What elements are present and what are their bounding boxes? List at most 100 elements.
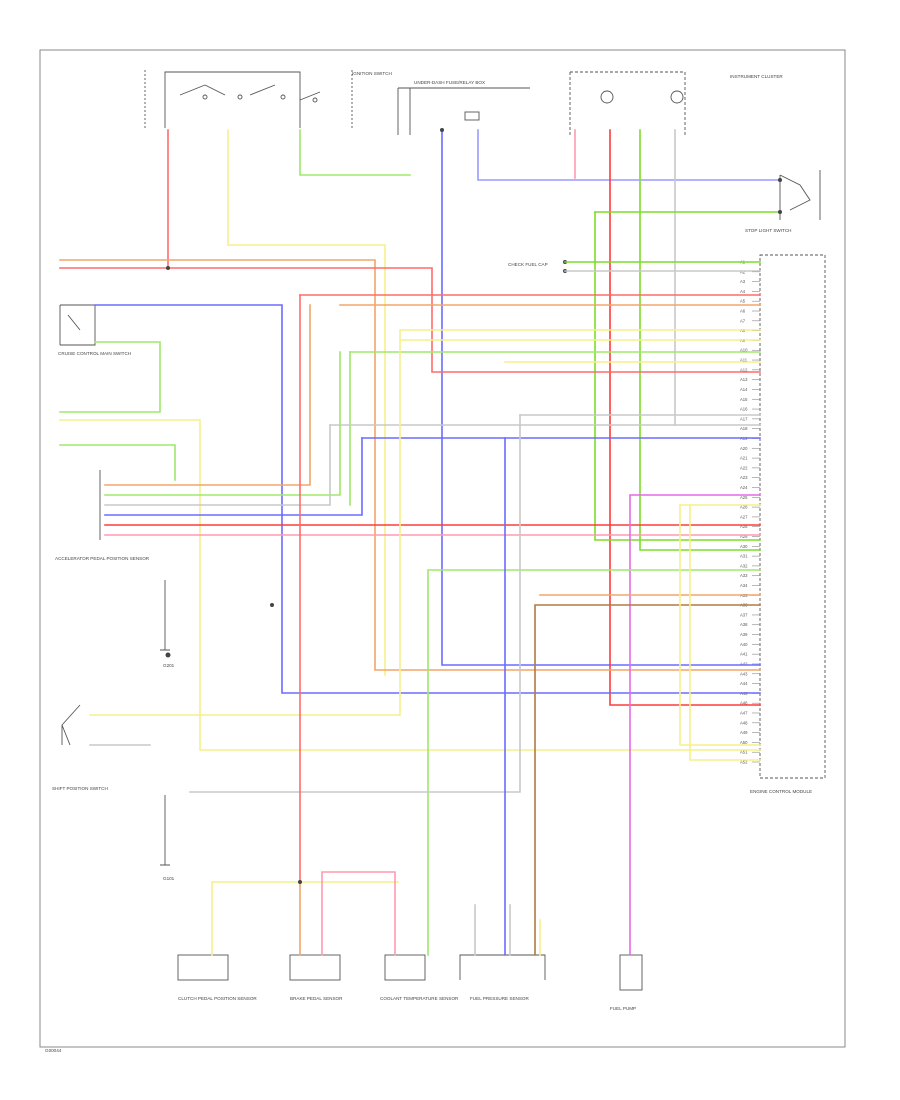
ecm-pin-label: A22	[740, 465, 748, 470]
ecm-pin-label: A32	[740, 563, 748, 568]
ecm-pin-label: A29	[740, 534, 748, 539]
ecm-label: ENGINE CONTROL MODULE	[750, 789, 812, 794]
wire-cruise-green	[59, 341, 161, 413]
ecm-pin-label: A33	[740, 573, 748, 578]
ecm-pin-label: A16	[740, 407, 748, 412]
ecm-pin-label: A21	[740, 456, 748, 461]
wire-left-orange	[59, 259, 761, 671]
shift-switch-label: SHIFT POSITION SWITCH	[52, 786, 108, 791]
ecm-pin-label: A38	[740, 622, 748, 627]
ap-sensor: ACCELERATOR PEDAL POSITION SENSOR	[55, 470, 150, 561]
coolant-sensor-label: COOLANT TEMPERATURE SENSOR	[380, 996, 459, 1001]
ecm-pin-label: A11	[740, 358, 748, 363]
diagram-ref-code: G00044	[45, 1048, 62, 1053]
brake-sensor: BRAKE PEDAL SENSOR	[289, 954, 343, 1001]
ecm-pin-label: A37	[740, 612, 748, 617]
wire-yellow-shift	[89, 329, 761, 716]
wire-fuse-purple	[477, 129, 781, 181]
underdash-fuse-label: UNDER-DASH FUSE/RELAY BOX	[414, 80, 485, 85]
wire-ign-green	[299, 129, 411, 176]
ecm-pin-label: A44	[740, 681, 748, 686]
ignition-switch-label: IGNITION SWITCH	[352, 71, 392, 76]
ecm-pin-label: A30	[740, 544, 748, 549]
ground-g101-label: G101	[163, 876, 175, 881]
ecm-pin-label: A28	[740, 524, 748, 529]
ground-g201-label: G201	[163, 663, 175, 668]
ecm-pin-label: A39	[740, 632, 748, 637]
check-fuel-cap: CHECK FUEL CAP	[508, 260, 567, 273]
wire-ap-3	[104, 424, 331, 506]
wire-green-570	[427, 569, 761, 956]
wire-ap-2	[104, 351, 341, 496]
wire-green-445	[59, 444, 176, 481]
ground-g201: G201	[160, 580, 175, 668]
ecm-pin-label: A42	[740, 661, 748, 666]
cruise-switch-label: CRUISE CONTROL MAIN SWITCH	[58, 351, 131, 356]
ecm-pin-label: A18	[740, 426, 748, 431]
wire-brake-pink	[321, 871, 396, 956]
wire-cluster-green	[639, 129, 761, 551]
brake-sensor-label: BRAKE PEDAL SENSOR	[290, 996, 343, 1001]
ecm-pin-label: A5	[740, 299, 746, 304]
fuel-pressure-sensor-label: FUEL PRESSURE SENSOR	[470, 996, 529, 1001]
ecm-pin-label: A25	[740, 495, 748, 500]
wire-stop-green	[594, 211, 761, 541]
ecm-pin-label: A26	[740, 505, 748, 510]
ecm-pin-label: A43	[740, 671, 748, 676]
ecm-pin-label: A40	[740, 642, 748, 647]
wire-cluster-red	[609, 129, 761, 706]
ignition-switch: IGNITION SWITCH	[144, 70, 392, 128]
ecm-pin-label: A34	[740, 583, 748, 588]
instrument-cluster: INSTRUMENT CLUSTER	[569, 71, 783, 135]
ecm-pin-label: A14	[740, 387, 748, 392]
check-fuel-cap-label: CHECK FUEL CAP	[508, 262, 548, 267]
clutch-sensor-label: CLUTCH PEDAL POSITION SENSOR	[178, 996, 257, 1001]
wire-ap-4	[104, 437, 363, 516]
ap-sensor-label: ACCELERATOR PEDAL POSITION SENSOR	[55, 556, 150, 561]
underdash-fuse-box: UNDER-DASH FUSE/RELAY BOX	[397, 80, 530, 135]
ecm-pin-label: A7	[740, 318, 746, 323]
wire-fuse-blue	[441, 129, 761, 666]
fuel-pressure-sensor: FUEL PRESSURE SENSOR	[459, 954, 546, 1001]
ecm: ENGINE CONTROL MODULE A1A2A3A4A5A6A7A8A9…	[740, 254, 826, 794]
wire-clutch	[211, 881, 399, 956]
ecm-pin-label: A3	[740, 279, 746, 284]
coolant-sensor: COOLANT TEMPERATURE SENSOR	[380, 954, 459, 1001]
wire-gray-792	[189, 414, 521, 793]
wire-ign-yellow	[227, 129, 386, 676]
fuel-pump-label: FUEL PUMP	[610, 1006, 636, 1011]
ecm-pin-label: A48	[740, 720, 748, 725]
ecm-pin-label: A4	[740, 289, 746, 294]
ecm-pin-label: A24	[740, 485, 748, 490]
ecm-pin-label: A46	[740, 701, 748, 706]
ecm-pin-label: A6	[740, 309, 746, 314]
splices	[166, 128, 782, 884]
wire-cruise-blue	[94, 304, 761, 694]
ecm-pin-label: A31	[740, 554, 748, 559]
ecm-pin-label: A50	[740, 740, 748, 745]
ecm-pin-label: A49	[740, 730, 748, 735]
wire-ap-1	[104, 304, 311, 486]
ecm-pin-label: A47	[740, 710, 748, 715]
fuel-pump: FUEL PUMP	[610, 954, 643, 1011]
shift-position-switch: SHIFT POSITION SWITCH	[52, 704, 108, 791]
ecm-pin-label: A10	[740, 348, 748, 353]
ecm-pin-label: A20	[740, 446, 748, 451]
ecm-pin-label: A17	[740, 416, 748, 421]
wire-yellow-745	[679, 504, 761, 746]
ecm-pin-label: A27	[740, 514, 748, 519]
stop-light-switch-label: STOP LIGHT SWITCH	[745, 228, 791, 233]
wire-yellow-420	[59, 419, 761, 751]
ecm-pin-label: A41	[740, 652, 748, 657]
wire-brown-605	[534, 604, 761, 956]
wires	[59, 129, 781, 956]
ecm-pin-label: A12	[740, 367, 748, 372]
ground-g101: G101	[160, 795, 175, 881]
instrument-cluster-label: INSTRUMENT CLUSTER	[730, 74, 783, 79]
ecm-pin-label: A52	[740, 760, 748, 765]
ecm-pin-label: A23	[740, 475, 748, 480]
clutch-sensor: CLUTCH PEDAL POSITION SENSOR	[177, 954, 257, 1001]
wire-magenta	[629, 494, 761, 956]
wire-left-red	[59, 267, 761, 373]
